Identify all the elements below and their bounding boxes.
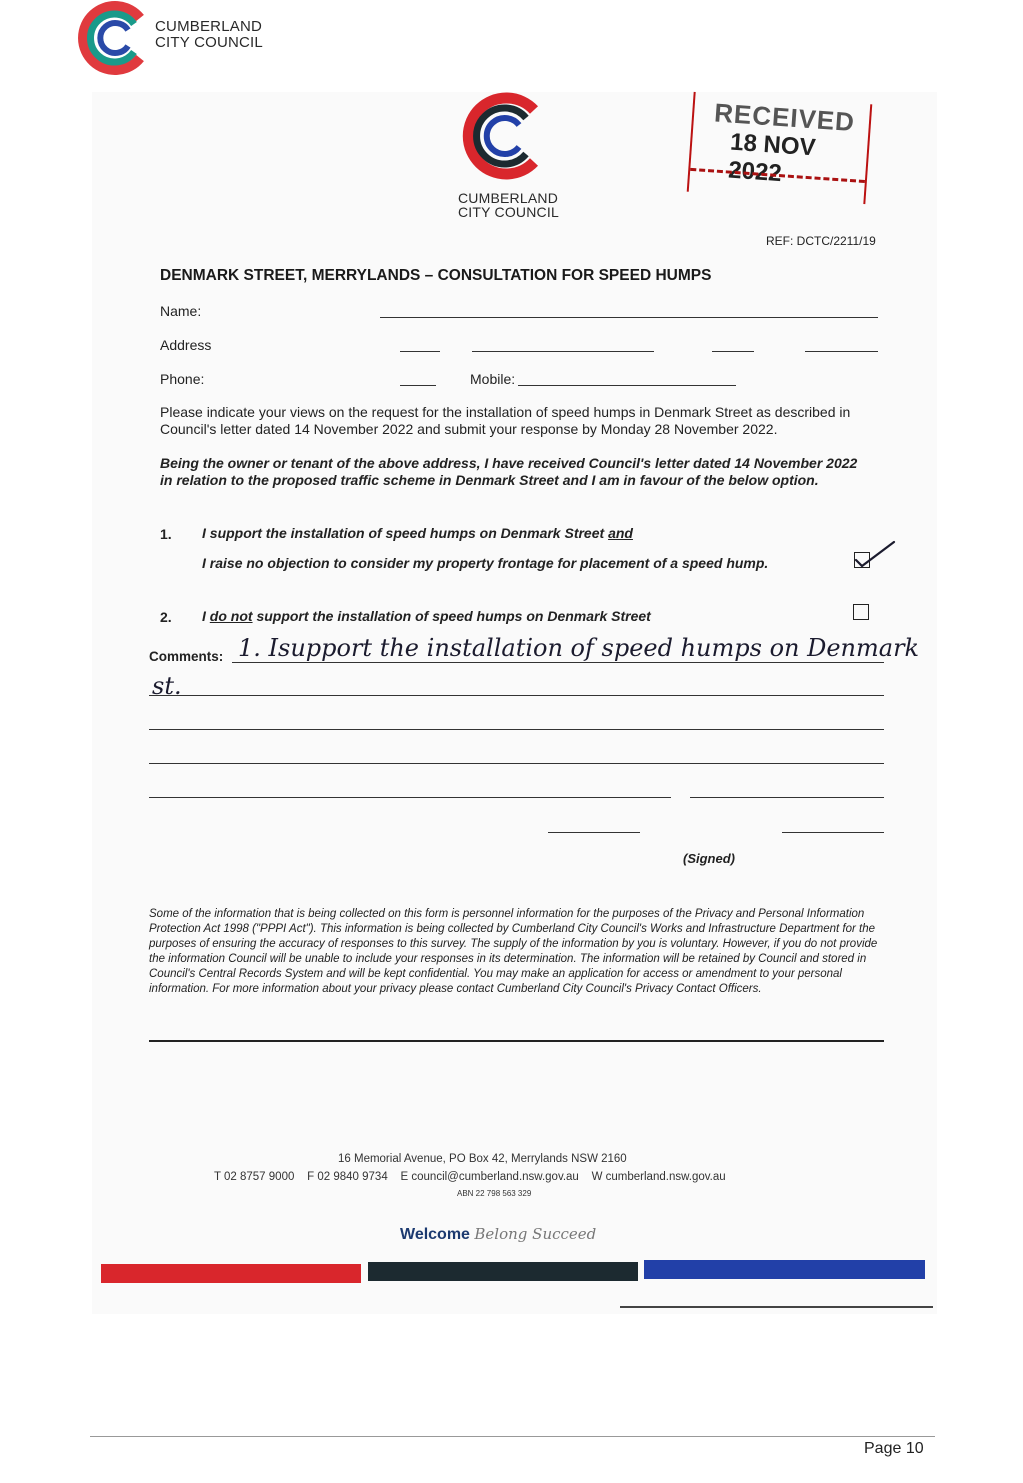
scanned-form <box>92 92 937 1314</box>
mobile-label: Mobile: <box>470 371 516 387</box>
option2-checkbox[interactable] <box>853 604 869 620</box>
comment-line-3 <box>149 729 884 730</box>
footer-email: E council@cumberland.nsw.gov.au <box>400 1171 579 1183</box>
stamp-date: 18 NOV 2022 <box>727 128 817 188</box>
received-stamp: RECEIVED 18 NOV 2022 <box>686 91 873 205</box>
option1-and: and <box>608 525 633 541</box>
form-council-name-line2: CITY COUNCIL <box>458 204 559 220</box>
comment-line-5a <box>149 797 671 798</box>
comment-line-2 <box>149 695 884 696</box>
name-field-line <box>380 317 878 318</box>
header-council-name-line2: CITY COUNCIL <box>155 34 263 51</box>
footer-bar-dark <box>368 1262 638 1281</box>
header-council-name-line1: CUMBERLAND <box>155 18 263 35</box>
signed-label: (Signed) <box>683 851 735 866</box>
comment-line-1 <box>232 662 884 663</box>
footer-scan-edge <box>620 1306 933 1308</box>
option1-line1: I support the installation of speed hump… <box>202 525 633 541</box>
address-field-line-3 <box>712 351 754 352</box>
privacy-divider <box>149 1040 884 1042</box>
statement-text: Being the owner or tenant of the above a… <box>160 455 858 488</box>
tagline-rest: Belong Succeed <box>474 1225 597 1243</box>
comment-line-5b <box>690 797 884 798</box>
footer-bar-red <box>101 1264 361 1283</box>
footer-phone: T 02 8757 9000 <box>214 1171 295 1183</box>
option2-pre: I <box>202 608 206 624</box>
phone-field-line <box>400 385 436 386</box>
footer-fax: F 02 9840 9734 <box>307 1171 388 1183</box>
intro-text: Please indicate your views on the reques… <box>160 404 851 437</box>
footer-abn: ABN 22 798 563 329 <box>457 1189 532 1198</box>
handwritten-comment-line1: 1. Isupport the installation of speed hu… <box>238 634 920 662</box>
checkmark-icon <box>854 540 896 568</box>
option1-number: 1. <box>160 526 172 542</box>
privacy-notice: Some of the information that is being co… <box>149 908 878 995</box>
footer-contacts: T 02 8757 9000 F 02 9840 9734 E council@… <box>214 1171 726 1183</box>
header-council-name: CUMBERLAND CITY COUNCIL <box>155 19 263 51</box>
signature-line-2 <box>782 832 884 833</box>
form-council-name-line1: CUMBERLAND <box>458 190 559 206</box>
mobile-field-line <box>518 385 736 386</box>
footer-web: W cumberland.nsw.gov.au <box>591 1171 726 1183</box>
option2-post: support the installation of speed humps … <box>256 608 651 624</box>
option2-line: I do not support the installation of spe… <box>202 608 651 624</box>
footer-tagline: Welcome Belong Succeed <box>400 1225 596 1244</box>
name-label: Name: <box>160 303 202 319</box>
address-label: Address <box>160 337 212 353</box>
page-number: Page 10 <box>864 1440 924 1457</box>
address-field-line-1 <box>400 351 440 352</box>
tagline-welcome: Welcome <box>400 1226 470 1243</box>
signature-line-1 <box>548 832 640 833</box>
footer-bar-blue <box>644 1260 925 1279</box>
phone-label: Phone: <box>160 371 205 387</box>
option2-donot: do not <box>209 608 253 624</box>
option1-line2: I raise no objection to consider my prop… <box>202 555 769 571</box>
address-field-line-2 <box>472 351 654 352</box>
form-title: DENMARK STREET, MERRYLANDS – CONSULTATIO… <box>160 267 712 284</box>
council-logo-icon <box>78 1 144 75</box>
option2-number: 2. <box>160 609 172 625</box>
option1-line1-text: I support the installation of speed hump… <box>202 525 605 541</box>
form-logo-icon <box>462 92 539 180</box>
address-field-line-4 <box>805 351 878 352</box>
comments-label: Comments: <box>149 649 224 664</box>
comment-line-4 <box>149 763 884 764</box>
page-divider <box>90 1436 935 1437</box>
footer-address: 16 Memorial Avenue, PO Box 42, Merryland… <box>338 1153 627 1165</box>
form-ref: REF: DCTC/2211/19 <box>766 234 876 248</box>
form-council-name: CUMBERLAND CITY COUNCIL <box>458 191 559 219</box>
